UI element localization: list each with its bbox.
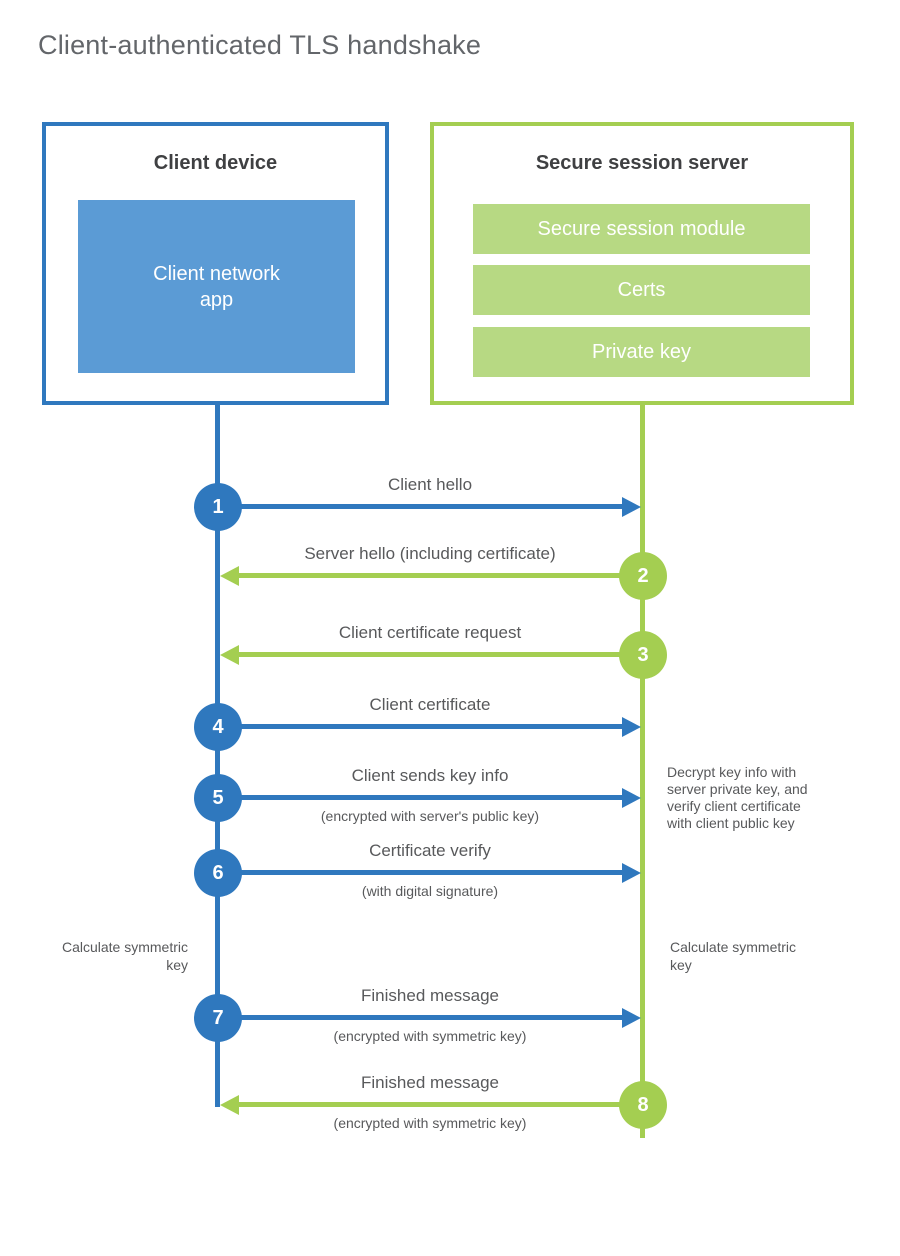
step-circle-1: 1 — [194, 483, 242, 531]
step-circle-3: 3 — [619, 631, 667, 679]
secure-session-server-title: Secure session server — [535, 152, 749, 174]
step-circle-7: 7 — [194, 994, 242, 1042]
arrow-head-7 — [622, 1008, 641, 1028]
client-device-title: Client device — [153, 152, 278, 174]
message-label-2: Server hello (including certificate) — [304, 544, 556, 563]
arrow-line-4 — [218, 724, 622, 729]
step-number-4: 4 — [212, 715, 224, 738]
arrow-head-2 — [220, 566, 239, 586]
step-circle-2: 2 — [619, 552, 667, 600]
server-module-certs: Certs — [473, 265, 810, 315]
arrow-head-1 — [622, 497, 641, 517]
arrow-head-5 — [622, 788, 641, 808]
arrow-head-8 — [220, 1095, 239, 1115]
server-decrypt-note: Decrypt key info with server private key… — [667, 764, 808, 831]
arrow-head-3 — [220, 645, 239, 665]
arrow-head-4 — [622, 717, 641, 737]
step-circle-4: 4 — [194, 703, 242, 751]
server-module-secure-session: Secure session module — [473, 204, 810, 254]
step-number-8: 8 — [637, 1093, 649, 1116]
server-lifeline — [640, 404, 645, 1138]
message-label-8: Finished message — [361, 1073, 499, 1092]
arrow-line-5 — [218, 795, 622, 800]
message-label-6: Certificate verify — [369, 841, 491, 860]
client-lifeline — [215, 404, 220, 1107]
step-number-1: 1 — [212, 495, 224, 518]
message-label-7: Finished message — [361, 986, 499, 1005]
message-sublabel-7: (encrypted with symmetric key) — [333, 1028, 527, 1044]
client-network-app-box: Client network app — [78, 200, 355, 373]
message-sublabel-6: (with digital signature) — [361, 883, 499, 899]
arrow-line-2 — [239, 573, 643, 578]
arrow-line-1 — [218, 504, 622, 509]
arrow-line-6 — [218, 870, 622, 875]
arrow-head-6 — [622, 863, 641, 883]
step-number-7: 7 — [212, 1006, 224, 1029]
arrow-line-8 — [239, 1102, 643, 1107]
arrow-line-3 — [239, 652, 643, 657]
message-label-3: Client certificate request — [338, 623, 522, 642]
message-sublabel-8: (encrypted with symmetric key) — [333, 1115, 527, 1131]
arrow-line-7 — [218, 1015, 622, 1020]
step-number-6: 6 — [212, 861, 224, 884]
step-circle-8: 8 — [619, 1081, 667, 1129]
message-label-1: Client hello — [387, 475, 473, 494]
step-number-2: 2 — [637, 564, 649, 587]
server-module-private-key: Private key — [473, 327, 810, 377]
client-calculate-note: Calculate symmetric key — [61, 939, 188, 973]
client-network-app-label: Client network app — [153, 262, 280, 311]
step-number-3: 3 — [637, 643, 649, 666]
message-label-4: Client certificate — [369, 695, 491, 714]
page-title: Client-authenticated TLS handshake — [38, 30, 482, 60]
server-calculate-note: Calculate symmetric key — [670, 939, 797, 973]
message-label-5: Client sends key info — [351, 766, 509, 785]
step-circle-5: 5 — [194, 774, 242, 822]
message-sublabel-5: (encrypted with server's public key) — [320, 808, 540, 824]
secure-session-server-box: Secure session server Secure session mod… — [430, 122, 854, 405]
client-device-box: Client device Client network app — [42, 122, 389, 405]
step-number-5: 5 — [212, 786, 224, 809]
step-circle-6: 6 — [194, 849, 242, 897]
